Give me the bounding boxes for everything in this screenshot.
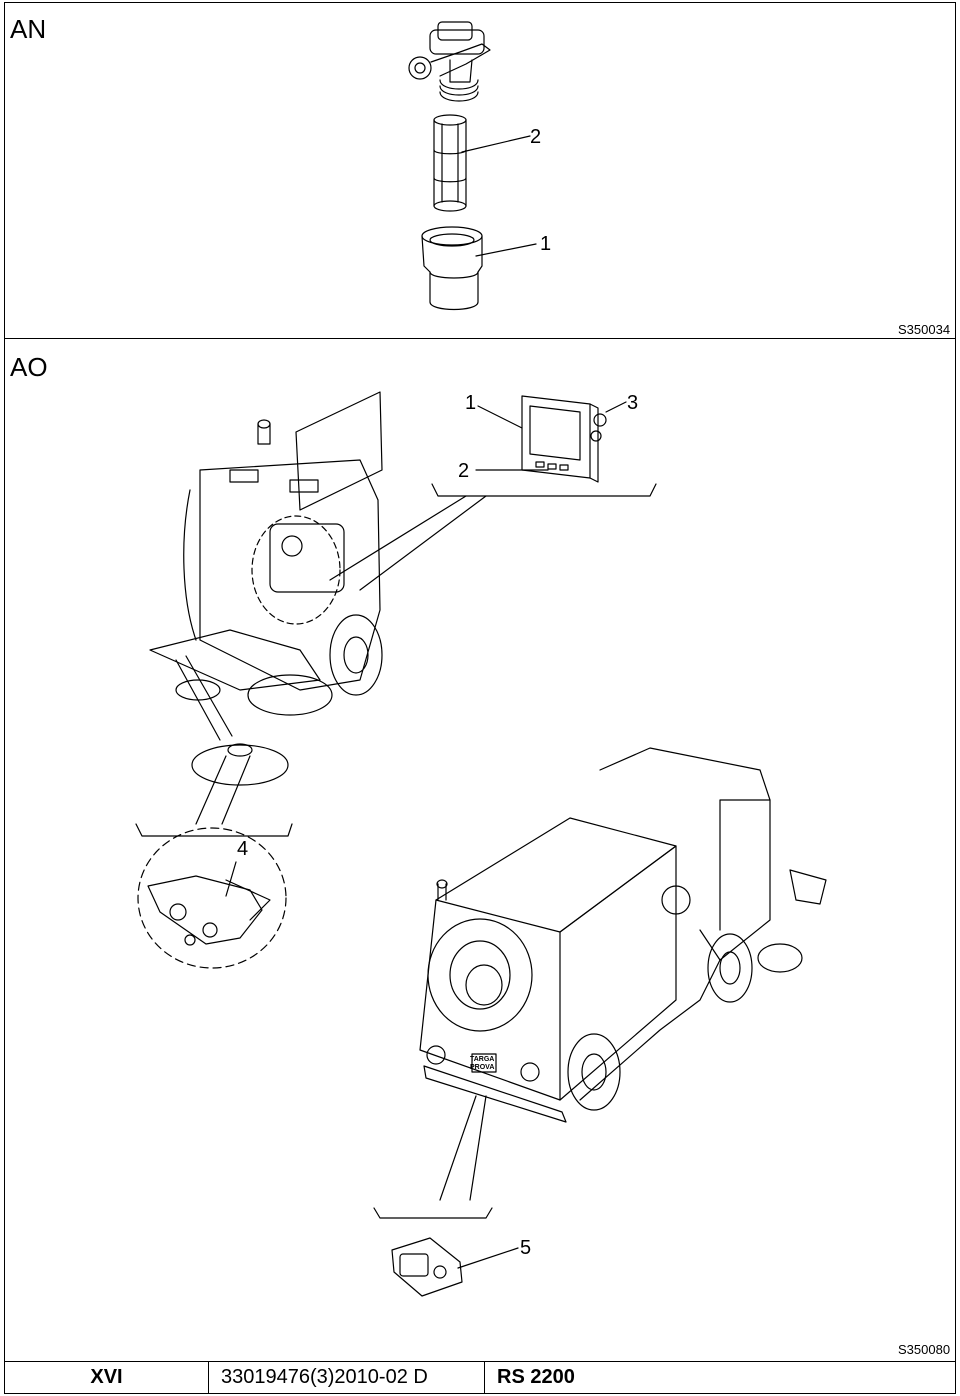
detail-5-drawing	[391, 1237, 519, 1297]
callout-an-2: 2	[530, 126, 542, 148]
filter-cartridge-drawing	[433, 114, 531, 212]
footer-model: RS 2200	[497, 1366, 575, 1388]
section-label-ao: AO	[10, 352, 48, 382]
ref-code-ao: S350080	[898, 1342, 951, 1357]
callout-an-1: 1	[540, 233, 552, 255]
filter-bowl-drawing	[421, 226, 537, 311]
footer-bar: XVI 33019476(3)2010-02 D RS 2200	[4, 1362, 956, 1394]
license-plate: TARGA PROVA	[470, 1056, 494, 1072]
page-frame	[4, 2, 956, 1362]
section-label-an: AN	[10, 14, 47, 44]
callout-ao-3: 3	[627, 392, 639, 414]
callout-ao-1: 1	[465, 392, 477, 414]
sweeper-vehicle-drawing	[373, 747, 827, 1219]
ref-code-an: S350034	[898, 322, 951, 337]
section-divider	[4, 338, 956, 339]
plate-line-1: TARGA	[470, 1056, 495, 1063]
callout-ao-5: 5	[520, 1237, 532, 1259]
callout-ao-2: 2	[458, 460, 470, 482]
callout-ao-4: 4	[237, 838, 249, 860]
footer-page: XVI	[5, 1362, 209, 1393]
plate-line-2: PROVA	[470, 1064, 495, 1071]
detail-4-drawing	[137, 827, 287, 969]
sweeper-cabin-drawing	[135, 391, 383, 837]
control-panel-drawing	[329, 395, 657, 591]
footer-doc-code: 33019476(3)2010-02 D	[209, 1362, 485, 1393]
valve-head-drawing	[408, 21, 491, 102]
